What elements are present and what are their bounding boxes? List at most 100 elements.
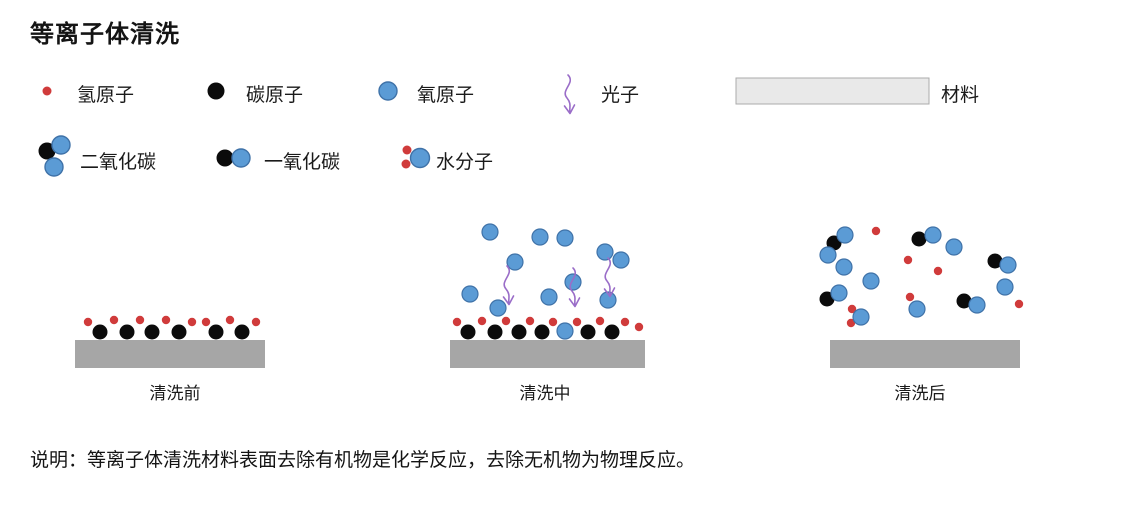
- oxygen-atom: [862, 272, 880, 290]
- co2-carbon-dot: [38, 142, 56, 160]
- photon-arrow: [503, 265, 511, 304]
- legend-carbon-label: 碳原子: [246, 85, 304, 106]
- photon-arrow: [604, 257, 612, 296]
- co2-oxygen-dot-2: [44, 157, 64, 177]
- page-title: 等离子体清洗: [30, 21, 180, 48]
- oxygen-atom: [945, 238, 963, 256]
- water-hydrogen-dot-2: [401, 159, 411, 169]
- carbon-atom: [171, 324, 187, 340]
- carbon-atom: [604, 324, 620, 340]
- carbon-dot: [207, 82, 225, 100]
- oxygen-atom: [908, 300, 926, 318]
- hydrogen-atom: [933, 266, 943, 276]
- oxygen-atom: [835, 258, 853, 276]
- carbon-atom: [460, 324, 476, 340]
- hydrogen-dot: [42, 86, 52, 96]
- oxygen-atom: [968, 296, 986, 314]
- water-oxygen-dot: [409, 147, 431, 169]
- carbon-atom: [956, 293, 972, 309]
- oxygen-atom: [506, 253, 524, 271]
- oxygen-atom: [540, 288, 558, 306]
- hydrogen-atom: [109, 315, 119, 325]
- hydrogen-atom: [201, 317, 211, 327]
- hydrogen-atom: [572, 317, 582, 327]
- oxygen-atom: [481, 223, 499, 241]
- hydrogen-atom: [135, 315, 145, 325]
- hydrogen-atom: [903, 255, 913, 265]
- carbon-atom: [534, 324, 550, 340]
- photon-arrowhead: [568, 297, 581, 308]
- material-bar: [450, 340, 645, 368]
- material-swatch: [735, 77, 930, 105]
- legend-oxygen-label: 氧原子: [417, 85, 475, 106]
- hydrogen-atom: [905, 292, 915, 302]
- carbon-atom: [92, 324, 108, 340]
- hydrogen-atom: [452, 317, 462, 327]
- oxygen-atom: [852, 308, 870, 326]
- photon-arrowhead: [603, 287, 616, 298]
- photon-wave: [564, 74, 572, 113]
- oxygen-atom: [830, 284, 848, 302]
- panel-before-cleaning: [75, 315, 265, 368]
- hydrogen-atom: [225, 315, 235, 325]
- panel-after-label: 清洗后: [894, 384, 946, 403]
- photon-arrowhead: [502, 295, 515, 306]
- carbon-monoxide-icon: [216, 148, 251, 168]
- oxygen-atom: [996, 278, 1014, 296]
- oxygen-atom: [556, 322, 574, 340]
- co-oxygen-dot: [231, 148, 251, 168]
- oxygen-atom: [596, 243, 614, 261]
- carbon-atom: [511, 324, 527, 340]
- hydrogen-atom: [620, 317, 630, 327]
- oxygen-atom: [489, 299, 507, 317]
- co2-oxygen-dot-1: [51, 135, 71, 155]
- hydrogen-atom: [1014, 299, 1024, 309]
- oxygen-atom: [999, 256, 1017, 274]
- hydrogen-atom: [847, 304, 857, 314]
- photon-arrowhead: [563, 104, 576, 115]
- water-molecule-icon: [401, 145, 431, 169]
- carbon-atom: [119, 324, 135, 340]
- hydrogen-atom: [871, 226, 881, 236]
- water-hydrogen-dot-1: [402, 145, 412, 155]
- co-carbon-dot: [216, 149, 234, 167]
- carbon-atom: [580, 324, 596, 340]
- hydrogen-atom: [83, 317, 93, 327]
- oxygen-atom: [819, 246, 837, 264]
- carbon-atom: [234, 324, 250, 340]
- panel-before-label: 清洗前: [149, 384, 201, 403]
- hydrogen-atom: [251, 317, 261, 327]
- hydrogen-atom: [477, 316, 487, 326]
- oxygen-dot: [378, 81, 398, 101]
- oxygen-atom: [612, 251, 630, 269]
- oxygen-atom: [564, 273, 582, 291]
- oxygen-atom: [924, 226, 942, 244]
- hydrogen-atom: [501, 316, 511, 326]
- photon-arrow: [569, 267, 577, 306]
- hydrogen-atom-icon: [42, 86, 52, 96]
- carbon-dioxide-icon: [38, 135, 71, 177]
- carbon-atom: [911, 231, 927, 247]
- material-bar: [75, 340, 265, 368]
- note-text: 说明：等离子体清洗材料表面去除有机物是化学反应，去除无机物为物理反应。: [30, 450, 696, 471]
- hydrogen-atom: [595, 316, 605, 326]
- carbon-atom: [208, 324, 224, 340]
- carbon-atom: [987, 253, 1003, 269]
- hydrogen-atom: [187, 317, 197, 327]
- material-rect: [735, 77, 930, 105]
- oxygen-atom: [531, 228, 549, 246]
- panel-during-label: 清洗中: [519, 384, 571, 403]
- oxygen-atom: [556, 229, 574, 247]
- hydrogen-atom: [846, 318, 856, 328]
- legend-material-label: 材料: [941, 85, 980, 106]
- oxygen-atom: [461, 285, 479, 303]
- carbon-atom-icon: [207, 82, 225, 100]
- legend-hydrogen-label: 氢原子: [77, 85, 135, 106]
- carbon-atom: [144, 324, 160, 340]
- hydrogen-atom: [548, 317, 558, 327]
- hydrogen-atom: [634, 322, 644, 332]
- panel-during-cleaning: [450, 223, 645, 368]
- legend-photon-label: 光子: [601, 85, 640, 106]
- hydrogen-atom: [161, 315, 171, 325]
